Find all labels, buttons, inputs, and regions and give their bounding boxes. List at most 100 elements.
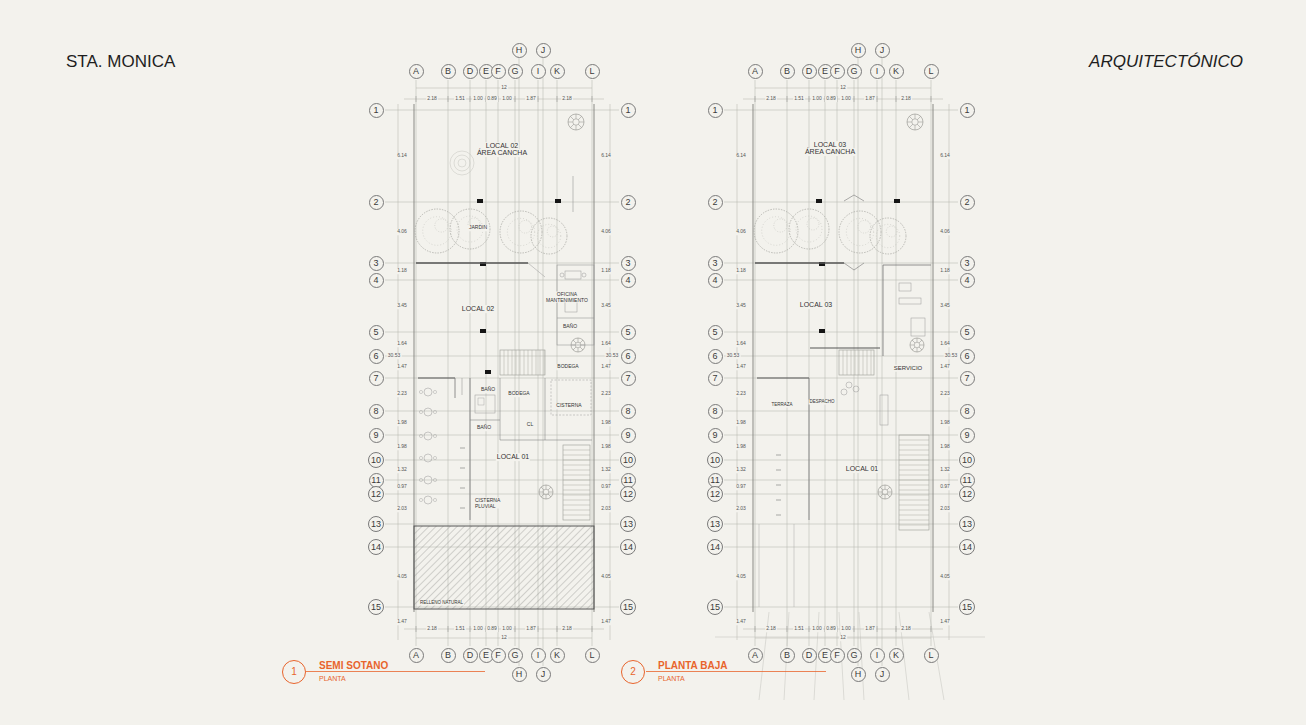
grid-label: 4	[964, 276, 969, 285]
plan-line	[515, 626, 516, 632]
plan-line	[545, 378, 546, 440]
grid-label: 8	[712, 407, 717, 416]
dimension: 0.89	[486, 96, 498, 102]
plan-circle	[912, 119, 918, 125]
view-number: 1	[291, 667, 297, 677]
dimension: 1.98	[939, 420, 951, 426]
plan-rect	[565, 271, 581, 279]
grid-label: E	[483, 67, 489, 76]
plan-line	[385, 332, 619, 333]
column	[477, 199, 483, 203]
dimension: 1.32	[396, 467, 408, 473]
dimension: 1.47	[600, 619, 612, 625]
plan-line	[460, 448, 465, 449]
grid-label: 12	[962, 490, 972, 499]
dimension: 0.97	[735, 484, 747, 490]
plan-line	[470, 96, 471, 102]
plan-line	[557, 626, 558, 632]
plan-line	[385, 356, 619, 357]
dimension: 3.45	[939, 303, 951, 309]
plan-line	[854, 626, 855, 632]
plan-circle	[846, 218, 873, 245]
grid-bubble: 5	[960, 325, 975, 340]
plan-line	[776, 485, 781, 486]
plan-line	[516, 350, 517, 375]
dimension: 1.64	[735, 341, 747, 347]
plan-line	[887, 494, 890, 497]
grid-label: 13	[962, 520, 972, 529]
grid-bubble: 4	[708, 273, 723, 288]
plan-line	[755, 626, 756, 632]
grid-bubble: 10	[959, 452, 975, 468]
plan-line	[917, 116, 920, 119]
dimension: 1.64	[600, 341, 612, 347]
grid-label: B	[784, 651, 790, 660]
plan-line	[844, 195, 864, 201]
grid-label: I	[537, 67, 540, 76]
plan-circle	[839, 211, 881, 253]
plan-line	[825, 80, 826, 646]
plan-line	[899, 520, 929, 521]
plan-line	[855, 350, 856, 375]
grid-label: G	[850, 651, 857, 660]
plan-line	[776, 455, 781, 456]
grid-bubble: D	[802, 64, 817, 79]
dimension: 1.00	[472, 96, 484, 102]
grid-bubble: 10	[620, 452, 636, 468]
dimension: 0.89	[825, 626, 837, 632]
plan-line	[563, 515, 590, 516]
plan-line	[462, 378, 463, 395]
grid-bubble: 2	[708, 195, 723, 210]
grid-bubble: K	[889, 64, 904, 79]
dimension: 1.18	[600, 268, 612, 274]
sheet-title: STA. MONICA	[66, 53, 175, 72]
plan-line	[563, 475, 590, 476]
plan-line	[416, 262, 528, 263]
grid-label: 10	[962, 456, 972, 465]
plan-line	[724, 356, 958, 357]
grid-bubble: J	[875, 43, 890, 58]
view-number: 2	[630, 667, 636, 677]
plan-line	[755, 262, 844, 263]
dimension: 1.32	[939, 467, 951, 473]
grid-label: 7	[625, 374, 630, 383]
dimension: 2.23	[600, 391, 612, 397]
grid-bubble: A	[748, 648, 763, 663]
plan-line	[787, 96, 788, 102]
plan-circle	[424, 388, 432, 396]
dimension: 30.53	[726, 353, 741, 359]
plan-line	[563, 450, 590, 451]
plan-circle	[500, 211, 542, 253]
grid-bubble: G	[508, 648, 523, 663]
grid-label: H	[516, 670, 523, 679]
room-name: JARDIN	[468, 225, 488, 231]
grid-label: 6	[625, 352, 630, 361]
dimension: 2.03	[735, 506, 747, 512]
plan-line	[899, 475, 929, 476]
grid-label: J	[541, 46, 546, 55]
grid-bubble: 13	[959, 516, 975, 532]
plan-line	[912, 340, 915, 343]
grid-label: 11	[371, 476, 380, 485]
grid-bubble: 1	[621, 103, 636, 118]
grid-label: I	[876, 67, 879, 76]
dimension: 1.47	[939, 619, 951, 625]
dimension: 1.00	[472, 626, 484, 632]
dimension: 1.51	[454, 96, 466, 102]
plan-line	[724, 280, 958, 281]
plan-line	[578, 338, 579, 342]
dimension: 1.64	[939, 341, 951, 347]
grid-label: 4	[373, 276, 378, 285]
room-name: LOCAL 01	[845, 465, 879, 473]
plan-circle	[807, 218, 819, 230]
dimension: 6.14	[600, 153, 612, 159]
plan-line	[557, 318, 594, 319]
dimension: 2.18	[561, 96, 573, 102]
grid-label: 4	[625, 276, 630, 285]
dimension: 2.18	[561, 626, 573, 632]
plan-line	[877, 80, 878, 646]
dimension: 4.06	[735, 229, 747, 235]
plan-line	[512, 350, 513, 375]
grid-bubble: B	[780, 64, 795, 79]
